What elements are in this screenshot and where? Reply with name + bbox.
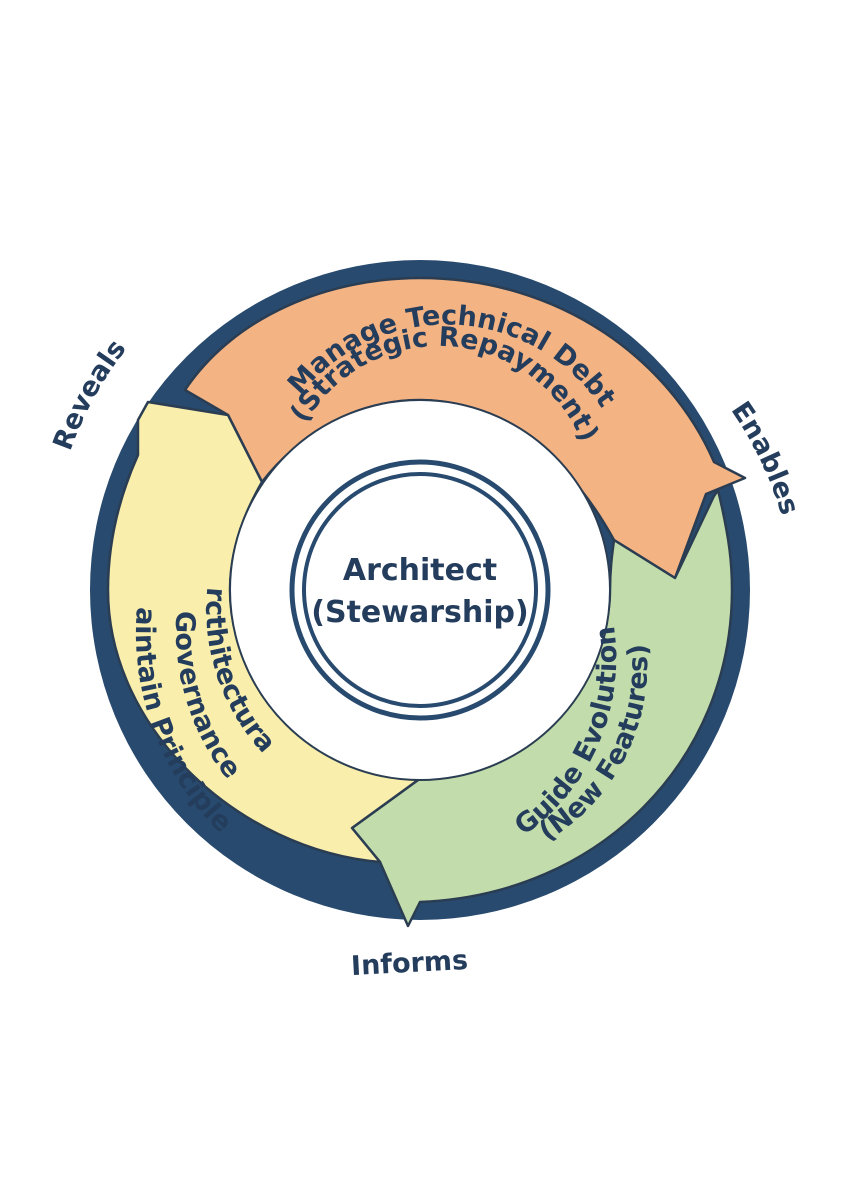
- center-subtitle: (Stewarship): [311, 595, 528, 630]
- connector-reveals: Reveals: [48, 334, 133, 455]
- center-title: Architect: [343, 553, 497, 588]
- connector-informs: Informs: [350, 945, 469, 982]
- center-circle-outer: [289, 459, 551, 721]
- inner-disk: [229, 399, 611, 781]
- center-circle-inner: [302, 472, 538, 708]
